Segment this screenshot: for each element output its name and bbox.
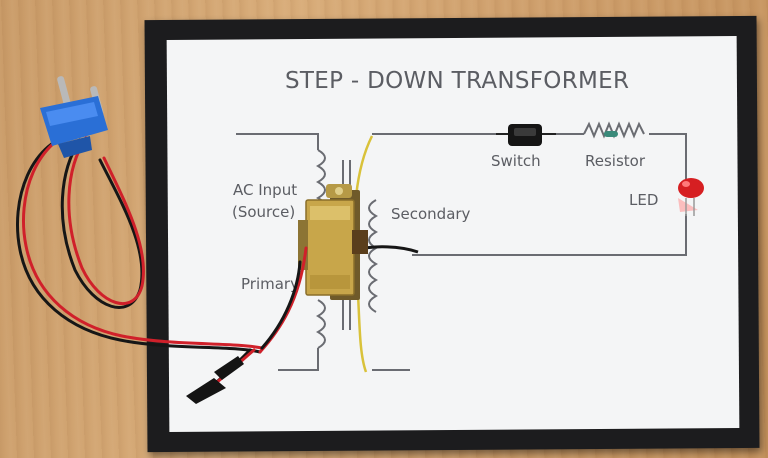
secondary-label: Secondary: [391, 205, 471, 223]
ac-source-label: (Source): [232, 203, 296, 221]
primary-top-wire: [236, 133, 319, 150]
led-component: [678, 178, 704, 216]
blue-plug: [40, 76, 108, 158]
switch-label: Switch: [491, 152, 541, 170]
resistor-label: Resistor: [585, 152, 645, 170]
led-label: LED: [629, 191, 659, 209]
resistor-component: [604, 131, 618, 137]
primary-coil-lower: [315, 299, 326, 349]
power-cord: [16, 126, 308, 394]
ac-input-label: AC Input: [233, 181, 298, 199]
primary-label: Primary: [241, 275, 299, 293]
secondary-coil: [368, 199, 379, 313]
switch-component: [496, 124, 556, 146]
crocodile-clip: [186, 356, 244, 404]
resistor-to-led-wire: [649, 133, 687, 180]
transformer: [298, 184, 368, 300]
led-to-bottom-wire: [412, 214, 687, 256]
diagram-title: STEP - DOWN TRANSFORMER: [285, 68, 630, 94]
primary-bottom-wire: [278, 348, 319, 371]
